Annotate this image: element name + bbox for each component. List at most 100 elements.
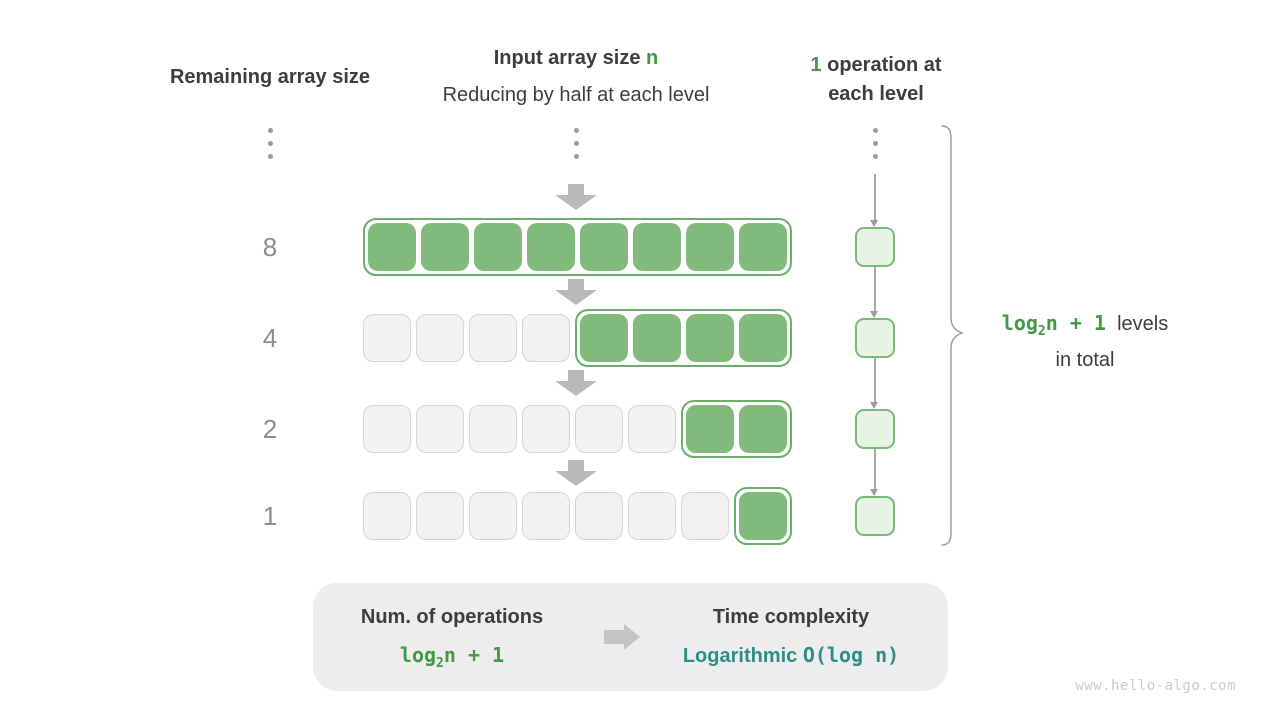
row-label-2: 2 xyxy=(262,414,278,444)
right-arrow-icon xyxy=(604,624,640,650)
array-row-size-2 xyxy=(363,400,792,458)
array-cell-inactive xyxy=(575,405,623,453)
down-arrow-icon xyxy=(555,370,597,396)
down-arrow-shaft xyxy=(568,460,584,471)
array-cell-inactive xyxy=(469,405,517,453)
ellipsis-dot xyxy=(573,128,579,133)
array-cell-inactive xyxy=(416,314,464,362)
array-cell-active xyxy=(739,405,787,453)
summary-operations-title: Num. of operations xyxy=(360,606,544,628)
operation-arrowhead-icon xyxy=(870,311,878,318)
array-cell-inactive xyxy=(363,314,411,362)
operation-box xyxy=(855,227,895,267)
operation-box xyxy=(855,409,895,449)
summary-operations-formula: log2n + 1 xyxy=(399,643,505,671)
array-cell-inactive xyxy=(628,492,676,540)
array-row-size-8 xyxy=(363,218,792,276)
array-cell-inactive xyxy=(363,405,411,453)
right-arrow-head xyxy=(624,624,640,650)
header-one-operation-text: operation at xyxy=(821,54,942,76)
array-cell-active xyxy=(474,223,522,271)
down-arrow-head xyxy=(555,290,597,305)
down-arrow-icon xyxy=(555,279,597,305)
levels-formula: log2n + 1 xyxy=(1001,311,1106,339)
operation-arrowhead-icon xyxy=(870,220,878,227)
down-arrow-icon xyxy=(555,184,597,210)
ellipsis-dot xyxy=(267,154,273,159)
active-subarray-outline xyxy=(575,309,792,367)
down-arrow-head xyxy=(555,471,597,486)
array-row-size-4 xyxy=(363,309,792,367)
active-subarray-outline xyxy=(681,400,792,458)
summary-complexity-title: Time complexity xyxy=(712,606,870,628)
down-arrow-shaft xyxy=(568,184,584,195)
array-cell-inactive xyxy=(416,405,464,453)
array-cell-inactive xyxy=(522,405,570,453)
levels-annotation: log2n + 1 levels in total xyxy=(975,309,1195,375)
levels-word: levels xyxy=(1117,313,1169,335)
complexity-name: Logarithmic xyxy=(682,645,798,667)
array-cell-active xyxy=(739,223,787,271)
array-cell-inactive xyxy=(681,492,729,540)
array-cell-inactive xyxy=(469,314,517,362)
down-arrow-head xyxy=(555,195,597,210)
array-cell-active xyxy=(739,492,787,540)
array-row-size-1 xyxy=(363,487,792,545)
complexity-notation: O(log n) xyxy=(802,643,900,667)
ellipsis-operations xyxy=(860,128,890,159)
array-cell-active xyxy=(686,314,734,362)
header-input-array-size-n: n xyxy=(646,47,659,69)
operation-box xyxy=(855,496,895,536)
right-arrow-shaft xyxy=(604,630,624,644)
down-arrow-head xyxy=(555,381,597,396)
array-cell-active xyxy=(739,314,787,362)
ellipsis-dot xyxy=(872,128,878,133)
header-one-operation-line2: each level xyxy=(828,83,924,105)
operation-connector-line xyxy=(874,267,876,311)
active-subarray-outline xyxy=(363,218,792,276)
summary-operations-group: Num. of operations log2n + 1 xyxy=(327,606,577,671)
ellipsis-dot xyxy=(573,141,579,146)
curly-brace-icon xyxy=(941,125,965,546)
array-cell-active xyxy=(421,223,469,271)
header-one-operation-accent: 1 xyxy=(810,54,822,76)
header-reducing-by-half: Reducing by half at each level xyxy=(442,84,710,106)
ellipsis-dot xyxy=(267,128,273,133)
array-cell-active xyxy=(633,314,681,362)
summary-complexity-value: Logarithmic O(log n) xyxy=(666,643,916,668)
header-one-operation: 1 operation at each level xyxy=(766,51,986,109)
down-arrow-shaft xyxy=(568,279,584,290)
array-cell-active xyxy=(686,405,734,453)
active-subarray-outline xyxy=(734,487,792,545)
down-arrow-shaft xyxy=(568,370,584,381)
array-cell-active xyxy=(633,223,681,271)
array-cell-active xyxy=(527,223,575,271)
array-cell-inactive xyxy=(628,405,676,453)
operation-connector-line xyxy=(874,449,876,489)
array-cell-active xyxy=(580,223,628,271)
operation-arrowhead-icon xyxy=(870,489,878,496)
header-remaining-array-size: Remaining array size xyxy=(169,66,371,88)
row-label-1: 1 xyxy=(262,501,278,531)
header-input-array-size: Input array size n xyxy=(396,47,756,70)
summary-complexity-group: Time complexity Logarithmic O(log n) xyxy=(666,606,916,668)
array-cell-inactive xyxy=(416,492,464,540)
operation-connector-line xyxy=(874,358,876,402)
watermark: www.hello-algo.com xyxy=(1075,678,1236,694)
operation-arrowhead-icon xyxy=(870,402,878,409)
array-cell-active xyxy=(686,223,734,271)
ellipsis-dot xyxy=(872,141,878,146)
ellipsis-dot xyxy=(872,154,878,159)
row-label-4: 4 xyxy=(262,323,278,353)
down-arrow-icon xyxy=(555,460,597,486)
ellipsis-center xyxy=(561,128,591,159)
operation-box xyxy=(855,318,895,358)
ellipsis-left xyxy=(255,128,285,159)
header-input-array-size-text: Input array size xyxy=(493,47,647,69)
array-cell-inactive xyxy=(522,314,570,362)
array-cell-inactive xyxy=(363,492,411,540)
ellipsis-dot xyxy=(267,141,273,146)
array-cell-active xyxy=(580,314,628,362)
row-label-8: 8 xyxy=(262,232,278,262)
